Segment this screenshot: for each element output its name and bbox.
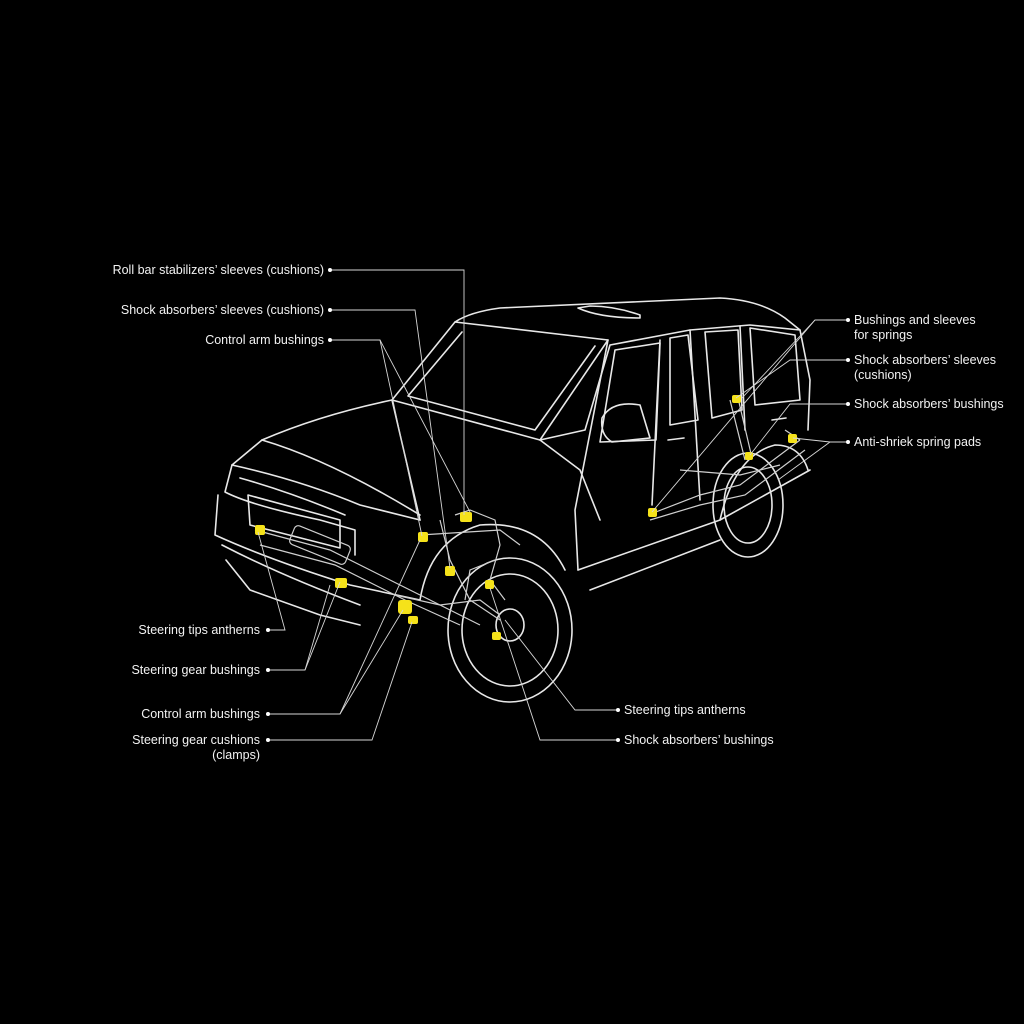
label-steering-gear-bushings: Steering gear bushings [131,663,260,677]
label-steering-tips-left: Steering tips antherns [138,623,260,637]
label-steering-tips-right: Steering tips antherns [624,703,746,717]
label-steering-gear-cushions: Steering gear cushions (clamps) [132,733,260,762]
part-rear-spring-bushing [648,508,657,517]
label-shock-bushings-rear: Shock absorbers’ bushings [854,397,1004,411]
part-control-arm-front-1 [255,525,265,535]
part-anti-shriek-pad [788,434,797,443]
label-shock-bushings-front: Shock absorbers’ bushings [624,733,774,747]
highlighted-parts [255,395,797,640]
part-shock-bushing-front [485,580,494,589]
label-roll-bar-sleeves: Roll bar stabilizers’ sleeves (cushions) [112,263,324,277]
label-shock-sleeves-rear: Shock absorbers’ sleeves (cushions) [854,353,996,382]
front-suspension [254,509,521,626]
label-control-arm-lower: Control arm bushings [141,707,260,721]
part-rear-shock-sleeve [732,395,741,403]
part-upper-arm-bushing-1 [418,532,428,542]
label-control-arm-upper: Control arm bushings [205,333,324,347]
part-shock-sleeve-front [445,566,455,576]
part-steering-gear-bushing [335,578,347,588]
rear-suspension [647,397,806,521]
part-steering-tip-right [492,632,501,640]
part-control-arm-lower [398,600,412,614]
part-roll-bar-sleeve [460,512,472,522]
label-shock-sleeves-front: Shock absorbers’ sleeves (cushions) [120,303,324,317]
label-anti-shriek: Anti-shriek spring pads [854,435,982,449]
part-steering-gear-clamp [408,616,418,624]
leader-lines [257,268,850,742]
label-bushings-springs: Bushings and sleeves for springs [854,313,976,342]
